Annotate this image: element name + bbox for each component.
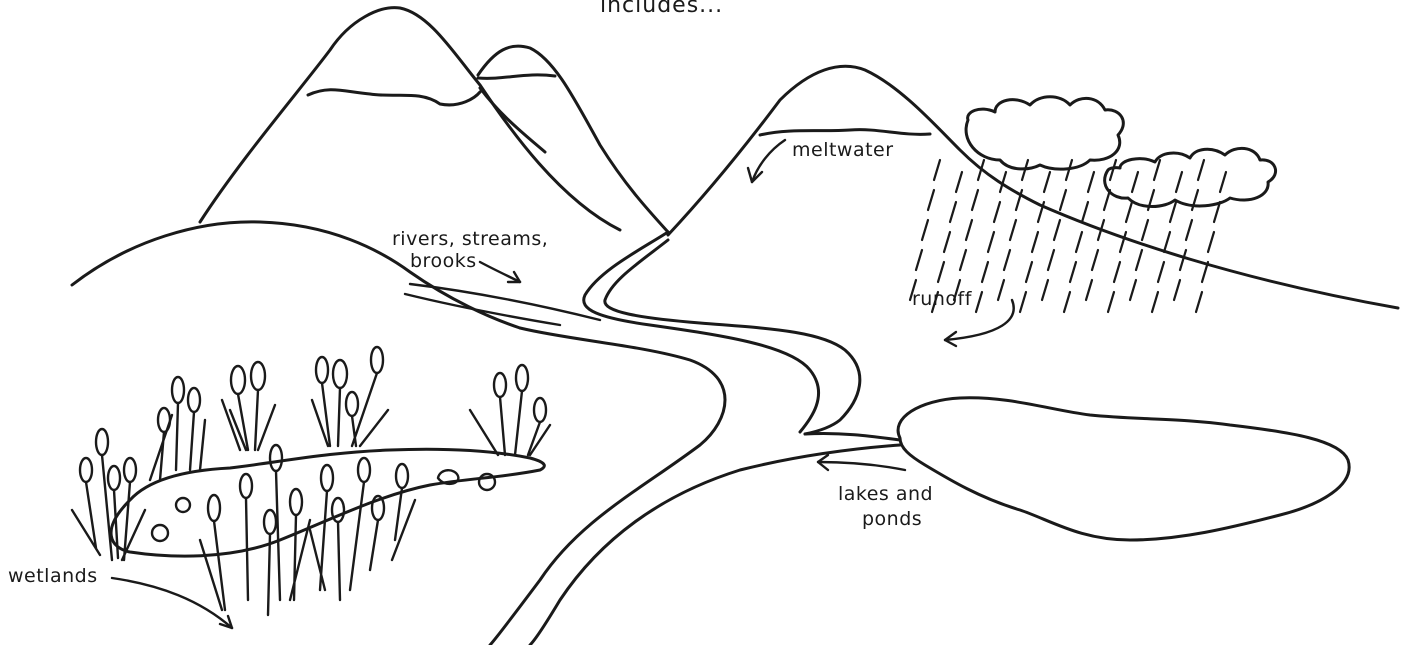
rain-streak <box>988 232 994 252</box>
rain-streak <box>1076 232 1082 252</box>
rain-streak <box>1126 202 1132 222</box>
rain-streak <box>1208 232 1214 252</box>
rain-streak <box>1086 280 1092 300</box>
rain-streak <box>976 292 982 312</box>
rain-streak <box>1158 262 1164 282</box>
label-rivers-line2: brooks <box>410 250 477 272</box>
label-wetlands: wetlands <box>8 565 98 587</box>
cloud-back <box>966 97 1123 169</box>
river <box>490 232 900 645</box>
streams <box>405 284 600 325</box>
rain-streak <box>950 202 956 222</box>
rain-streak <box>1130 280 1136 300</box>
rain-streak <box>998 280 1004 300</box>
rain-streak <box>1180 250 1186 270</box>
rain-streak <box>956 172 962 192</box>
rain-streak <box>1142 220 1148 240</box>
rain-streak <box>982 262 988 282</box>
rain-streak <box>972 190 978 210</box>
rain-streak <box>1136 250 1142 270</box>
rain-streak <box>1026 262 1032 282</box>
rain-streak <box>1060 190 1066 210</box>
rain-streak <box>1108 292 1114 312</box>
mountain-left <box>200 8 620 230</box>
rain-streak <box>1082 202 1088 222</box>
rain-streak <box>916 250 922 270</box>
rain-streak <box>1010 220 1016 240</box>
rain-streak <box>1064 292 1070 312</box>
rain-streak <box>1174 280 1180 300</box>
rain-streak <box>960 250 966 270</box>
rain-streak <box>922 220 928 240</box>
rain-streak <box>1004 250 1010 270</box>
rain-streak <box>938 262 944 282</box>
rain-streak <box>1186 220 1192 240</box>
lakes-arrow <box>818 462 905 470</box>
rain-streak <box>1054 220 1060 240</box>
rain-streak <box>944 232 950 252</box>
rain-streak <box>1196 292 1202 312</box>
rain-streak <box>1120 232 1126 252</box>
lake <box>898 398 1349 540</box>
header-fragment: includes... <box>600 0 723 18</box>
rain-streak <box>928 190 934 210</box>
rain-streak <box>994 202 1000 222</box>
rain-streak <box>1088 172 1094 192</box>
rain-streak <box>934 160 940 180</box>
rain-streak <box>1114 262 1120 282</box>
rain-streak <box>1110 160 1116 180</box>
rain-streak <box>1220 172 1226 192</box>
rain-streak <box>966 220 972 240</box>
rain-streak <box>1092 250 1098 270</box>
rain-streak <box>1198 160 1204 180</box>
rain-streak <box>1070 262 1076 282</box>
rain-streak <box>1048 250 1054 270</box>
label-lakes-line1: lakes and <box>838 483 933 505</box>
label-rivers-line1: rivers, streams, <box>392 228 548 250</box>
label-meltwater: meltwater <box>792 139 894 161</box>
rain-streak <box>1032 232 1038 252</box>
rain-streak <box>1132 172 1138 192</box>
rain-streak <box>1104 190 1110 210</box>
cloud-front <box>1105 148 1276 206</box>
rain-streak <box>1152 292 1158 312</box>
rain-streak <box>1020 292 1026 312</box>
rain-streak <box>1170 202 1176 222</box>
rain-streak <box>1042 280 1048 300</box>
rain-streak <box>1164 232 1170 252</box>
label-runoff: runoff <box>912 288 973 310</box>
mountain-middle <box>478 46 668 232</box>
rain-streak <box>1176 172 1182 192</box>
rain-streak <box>1044 172 1050 192</box>
label-lakes-line2: ponds <box>862 508 922 530</box>
